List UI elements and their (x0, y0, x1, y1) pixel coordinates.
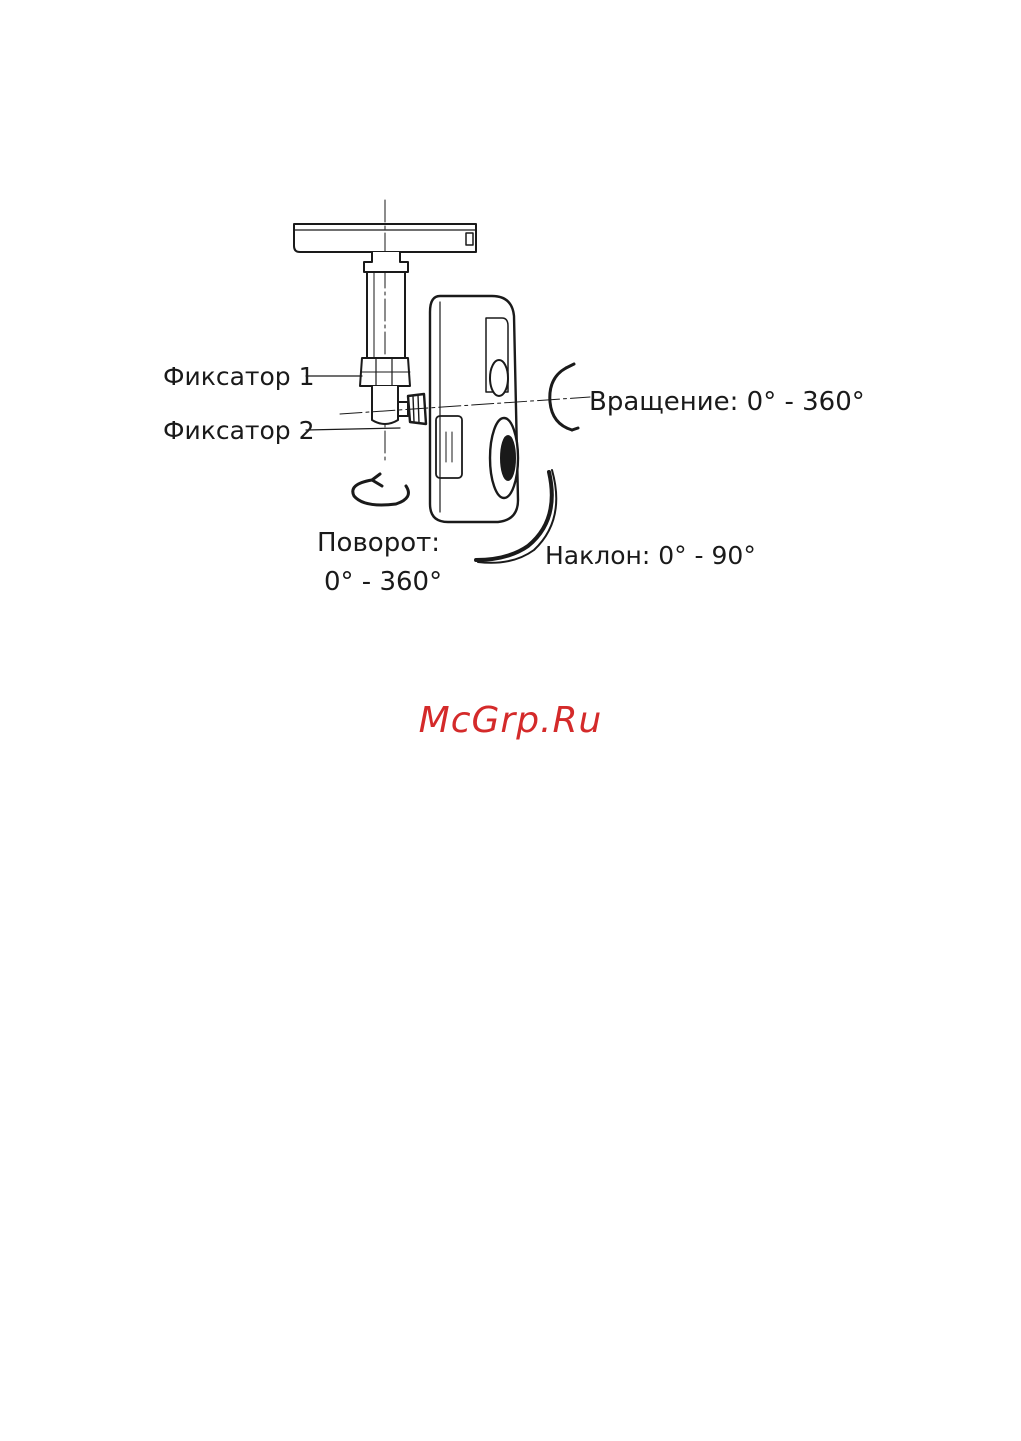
pan-arrow-icon (353, 474, 409, 505)
camera-lens (490, 418, 518, 498)
lower-joint (372, 386, 398, 424)
rotation-label: Вращение: 0° - 360° (589, 389, 865, 415)
lock-2-label: Фиксатор 2 (163, 418, 315, 443)
watermark[interactable]: McGrp.Ru (0, 700, 1021, 741)
pan-label-line2: 0° - 360° (324, 569, 442, 595)
tilt-label: Наклон: 0° - 90° (545, 543, 756, 568)
lock-1-collar (360, 358, 410, 386)
rotation-arrow-icon (550, 364, 578, 430)
pan-label-line1: Поворот: (317, 530, 440, 556)
lock2-leader (306, 428, 400, 430)
mount-arm (364, 252, 408, 358)
lock-1-label: Фиксатор 1 (163, 364, 315, 389)
camera-sensor (490, 360, 508, 396)
